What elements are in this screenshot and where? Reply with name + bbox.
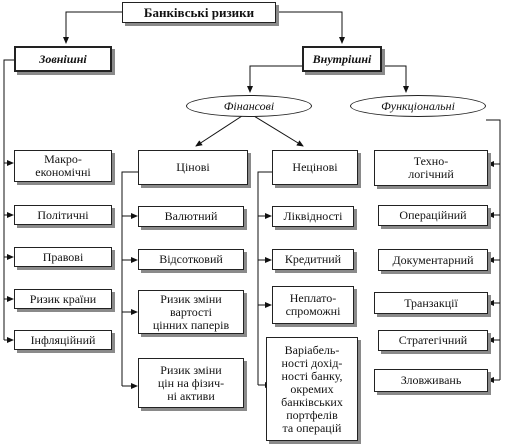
root-label: Банківські ризики — [143, 5, 255, 20]
nonprice-spine — [257, 171, 272, 385]
nonprice-label: Нецінові — [292, 160, 338, 174]
price-item: Ризик зміни вартості цінних паперів — [138, 290, 244, 334]
arrow-internal-financial — [247, 65, 302, 93]
functional-item: Зловживань — [374, 369, 488, 392]
arrow-root-internal — [276, 11, 345, 44]
external-item: Ризик країни — [14, 289, 112, 309]
nonprice-item: Ліквідності — [272, 206, 354, 227]
functional-item: Документарний — [378, 249, 488, 271]
nonprice-item: Неплато- спроможні — [272, 286, 354, 324]
arrow-root-external — [63, 11, 122, 44]
functional-item: Операційний — [378, 205, 488, 226]
internal-label: Внутрішні — [312, 51, 372, 66]
nonprice-node: Нецінові — [272, 150, 358, 185]
nonprice-item: Кредитний — [272, 249, 354, 270]
price-item: Валютний — [138, 206, 244, 227]
external-item: Інфляційний — [14, 330, 112, 350]
functional-item: Стратегічний — [378, 330, 488, 351]
arrow-financial-price — [195, 115, 243, 147]
external-label: Зовнішні — [39, 51, 87, 66]
arrow-internal-functional — [382, 65, 409, 93]
financial-label: Фінансові — [223, 98, 275, 113]
financial-node: Фінансові — [186, 95, 312, 117]
functional-item: Техно- логічний — [374, 150, 488, 186]
internal-node: Внутрішні — [302, 46, 382, 72]
external-item: Макро- економічні — [14, 150, 112, 182]
functional-spine — [486, 119, 501, 380]
price-label: Цінові — [176, 160, 210, 174]
price-spine — [121, 171, 138, 386]
functional-label: Функціональні — [381, 98, 455, 113]
external-item: Політичні — [14, 205, 112, 225]
external-node: Зовнішні — [14, 46, 112, 72]
external-item: Правові — [14, 247, 112, 267]
external-spine — [3, 59, 14, 340]
price-item: Відсотковий — [138, 249, 244, 270]
arrow-financial-nonprice — [253, 115, 304, 147]
price-node: Цінові — [138, 150, 248, 185]
root-node: Банківські ризики — [122, 2, 276, 23]
functional-item: Транзакції — [374, 292, 488, 314]
functional-node: Функціональні — [350, 95, 486, 117]
nonprice-item: Варіабель- ності дохід- ності банку, окр… — [266, 337, 358, 441]
price-item: Ризик зміни цін на фізич- ні активи — [138, 358, 244, 408]
